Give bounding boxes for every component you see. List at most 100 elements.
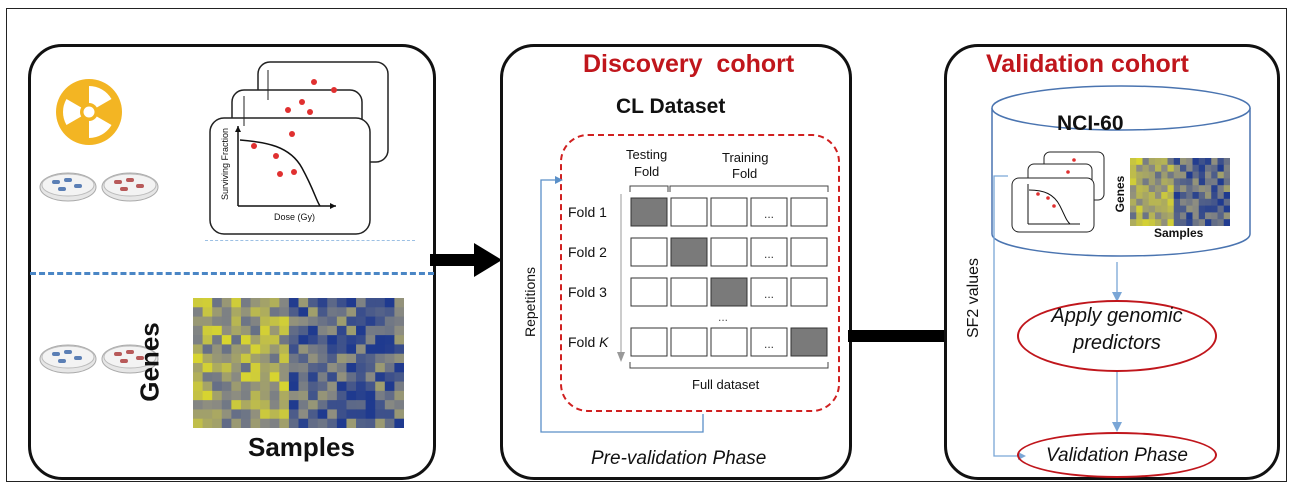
heatmap-cell bbox=[1198, 198, 1206, 207]
heatmap-cell bbox=[250, 372, 261, 383]
heatmap-cell bbox=[375, 344, 386, 355]
heatmap-cell bbox=[327, 390, 338, 401]
heatmap-cell bbox=[231, 353, 242, 364]
heatmap-cell bbox=[250, 316, 261, 327]
heatmap-cell bbox=[346, 372, 357, 383]
heatmap-cell bbox=[346, 316, 357, 327]
heatmap-cell bbox=[298, 363, 309, 373]
heatmap-cell bbox=[1223, 192, 1231, 200]
heatmap-cell bbox=[1167, 185, 1175, 193]
heatmap-cell bbox=[1217, 158, 1225, 166]
heatmap-cell bbox=[212, 344, 223, 355]
heatmap-cell bbox=[288, 344, 299, 355]
testing-fold-cell bbox=[790, 327, 828, 357]
heatmap-cell bbox=[365, 344, 376, 355]
testing-fold-label-1: Testing bbox=[626, 147, 668, 162]
heatmap-cell bbox=[1198, 205, 1206, 213]
heatmap-cell bbox=[269, 363, 280, 373]
heatmap-cell bbox=[394, 390, 405, 401]
heatmap-cell bbox=[231, 316, 242, 327]
heatmap-cell bbox=[260, 400, 271, 410]
heatmap-cell bbox=[356, 353, 367, 364]
heatmap-cell bbox=[193, 353, 204, 364]
heatmap-cell bbox=[365, 298, 376, 308]
heatmap-cell bbox=[260, 363, 271, 373]
heatmap-cell bbox=[327, 400, 338, 410]
heatmap-cell bbox=[356, 307, 367, 318]
heatmap-cell bbox=[384, 298, 395, 308]
heatmap-cell bbox=[298, 298, 309, 308]
heatmap-cell bbox=[365, 335, 376, 345]
heatmap-cell bbox=[1180, 212, 1187, 220]
heatmap-cell bbox=[1161, 158, 1168, 166]
heatmap-cell bbox=[308, 335, 319, 345]
pre-validation-phase: Pre-validation Phase bbox=[591, 448, 767, 469]
heatmap-cell bbox=[308, 418, 319, 429]
heatmap-cell bbox=[1180, 219, 1187, 227]
training-fold-cell bbox=[790, 277, 828, 307]
heatmap-cell bbox=[327, 344, 338, 355]
discovery-title: Discovery cohort bbox=[583, 50, 795, 78]
heatmap-cell bbox=[1198, 164, 1206, 173]
heatmap-cell bbox=[1211, 164, 1218, 173]
heatmap-cell bbox=[279, 298, 290, 308]
heatmap-cell bbox=[1186, 158, 1193, 166]
heatmap-cell bbox=[269, 409, 280, 420]
heatmap-cell bbox=[1198, 178, 1206, 186]
testing-fold-label-2: Fold bbox=[634, 164, 660, 179]
heatmap-cell bbox=[221, 344, 232, 355]
heatmap-cell bbox=[1130, 198, 1137, 207]
heatmap-cell bbox=[269, 400, 280, 410]
heatmap-cell bbox=[212, 390, 223, 401]
heatmap-cell bbox=[384, 372, 395, 383]
heatmap-cell bbox=[394, 353, 405, 364]
heatmap-cell bbox=[202, 298, 213, 308]
heatmap-cell bbox=[288, 325, 299, 336]
heatmap-cell bbox=[212, 298, 223, 308]
fold-ellipsis: ... bbox=[764, 337, 774, 351]
heatmap-cell bbox=[394, 372, 405, 383]
heatmap-cell bbox=[1161, 219, 1168, 227]
heatmap-cell bbox=[384, 418, 395, 429]
heatmap-cell bbox=[394, 400, 405, 410]
heatmap-cell bbox=[394, 344, 405, 355]
heatmap-cell bbox=[1161, 212, 1168, 220]
heatmap-cell bbox=[1186, 192, 1193, 200]
heatmap-cell bbox=[269, 307, 280, 318]
heatmap-cell bbox=[269, 316, 280, 327]
heatmap-cell bbox=[202, 363, 213, 373]
heatmap-cell bbox=[1130, 171, 1137, 179]
heatmap-cell bbox=[1223, 178, 1231, 186]
genes-label-left: Genes bbox=[134, 322, 165, 402]
heatmap-cell bbox=[1198, 192, 1206, 200]
heatmap-cell bbox=[1180, 198, 1187, 207]
heatmap-cell bbox=[1167, 178, 1175, 186]
heatmap-cell bbox=[1198, 171, 1206, 179]
heatmap-cell bbox=[1180, 171, 1187, 179]
heatmap-cell bbox=[1223, 205, 1231, 213]
heatmap-cell bbox=[365, 363, 376, 373]
heatmap-cell bbox=[231, 307, 242, 318]
heatmap-cell bbox=[375, 298, 386, 308]
heatmap-cell bbox=[1192, 178, 1200, 186]
plot-ylabel: Surviving Fraction bbox=[220, 128, 230, 200]
heatmap-cell bbox=[221, 400, 232, 410]
heatmap-cell bbox=[375, 335, 386, 345]
heatmap-cell bbox=[288, 353, 299, 364]
heatmap-cell bbox=[1186, 164, 1193, 173]
heatmap-cell bbox=[1136, 205, 1143, 213]
heatmap-cell bbox=[375, 307, 386, 318]
heatmap-cell bbox=[346, 381, 357, 392]
heatmap-cell bbox=[193, 363, 204, 373]
heatmap-cell bbox=[1198, 185, 1206, 193]
fold-1-label: Fold 1 bbox=[568, 204, 607, 220]
heatmap-cell bbox=[221, 316, 232, 327]
heatmap-cell bbox=[221, 298, 232, 308]
heatmap-cell bbox=[1148, 185, 1156, 193]
heatmap-cell bbox=[308, 325, 319, 336]
heatmap-cell bbox=[384, 353, 395, 364]
heatmap-cell bbox=[1155, 185, 1162, 193]
heatmap-cell bbox=[394, 298, 405, 308]
heatmap-cell bbox=[1173, 212, 1181, 220]
heatmap-cell bbox=[1142, 192, 1150, 200]
